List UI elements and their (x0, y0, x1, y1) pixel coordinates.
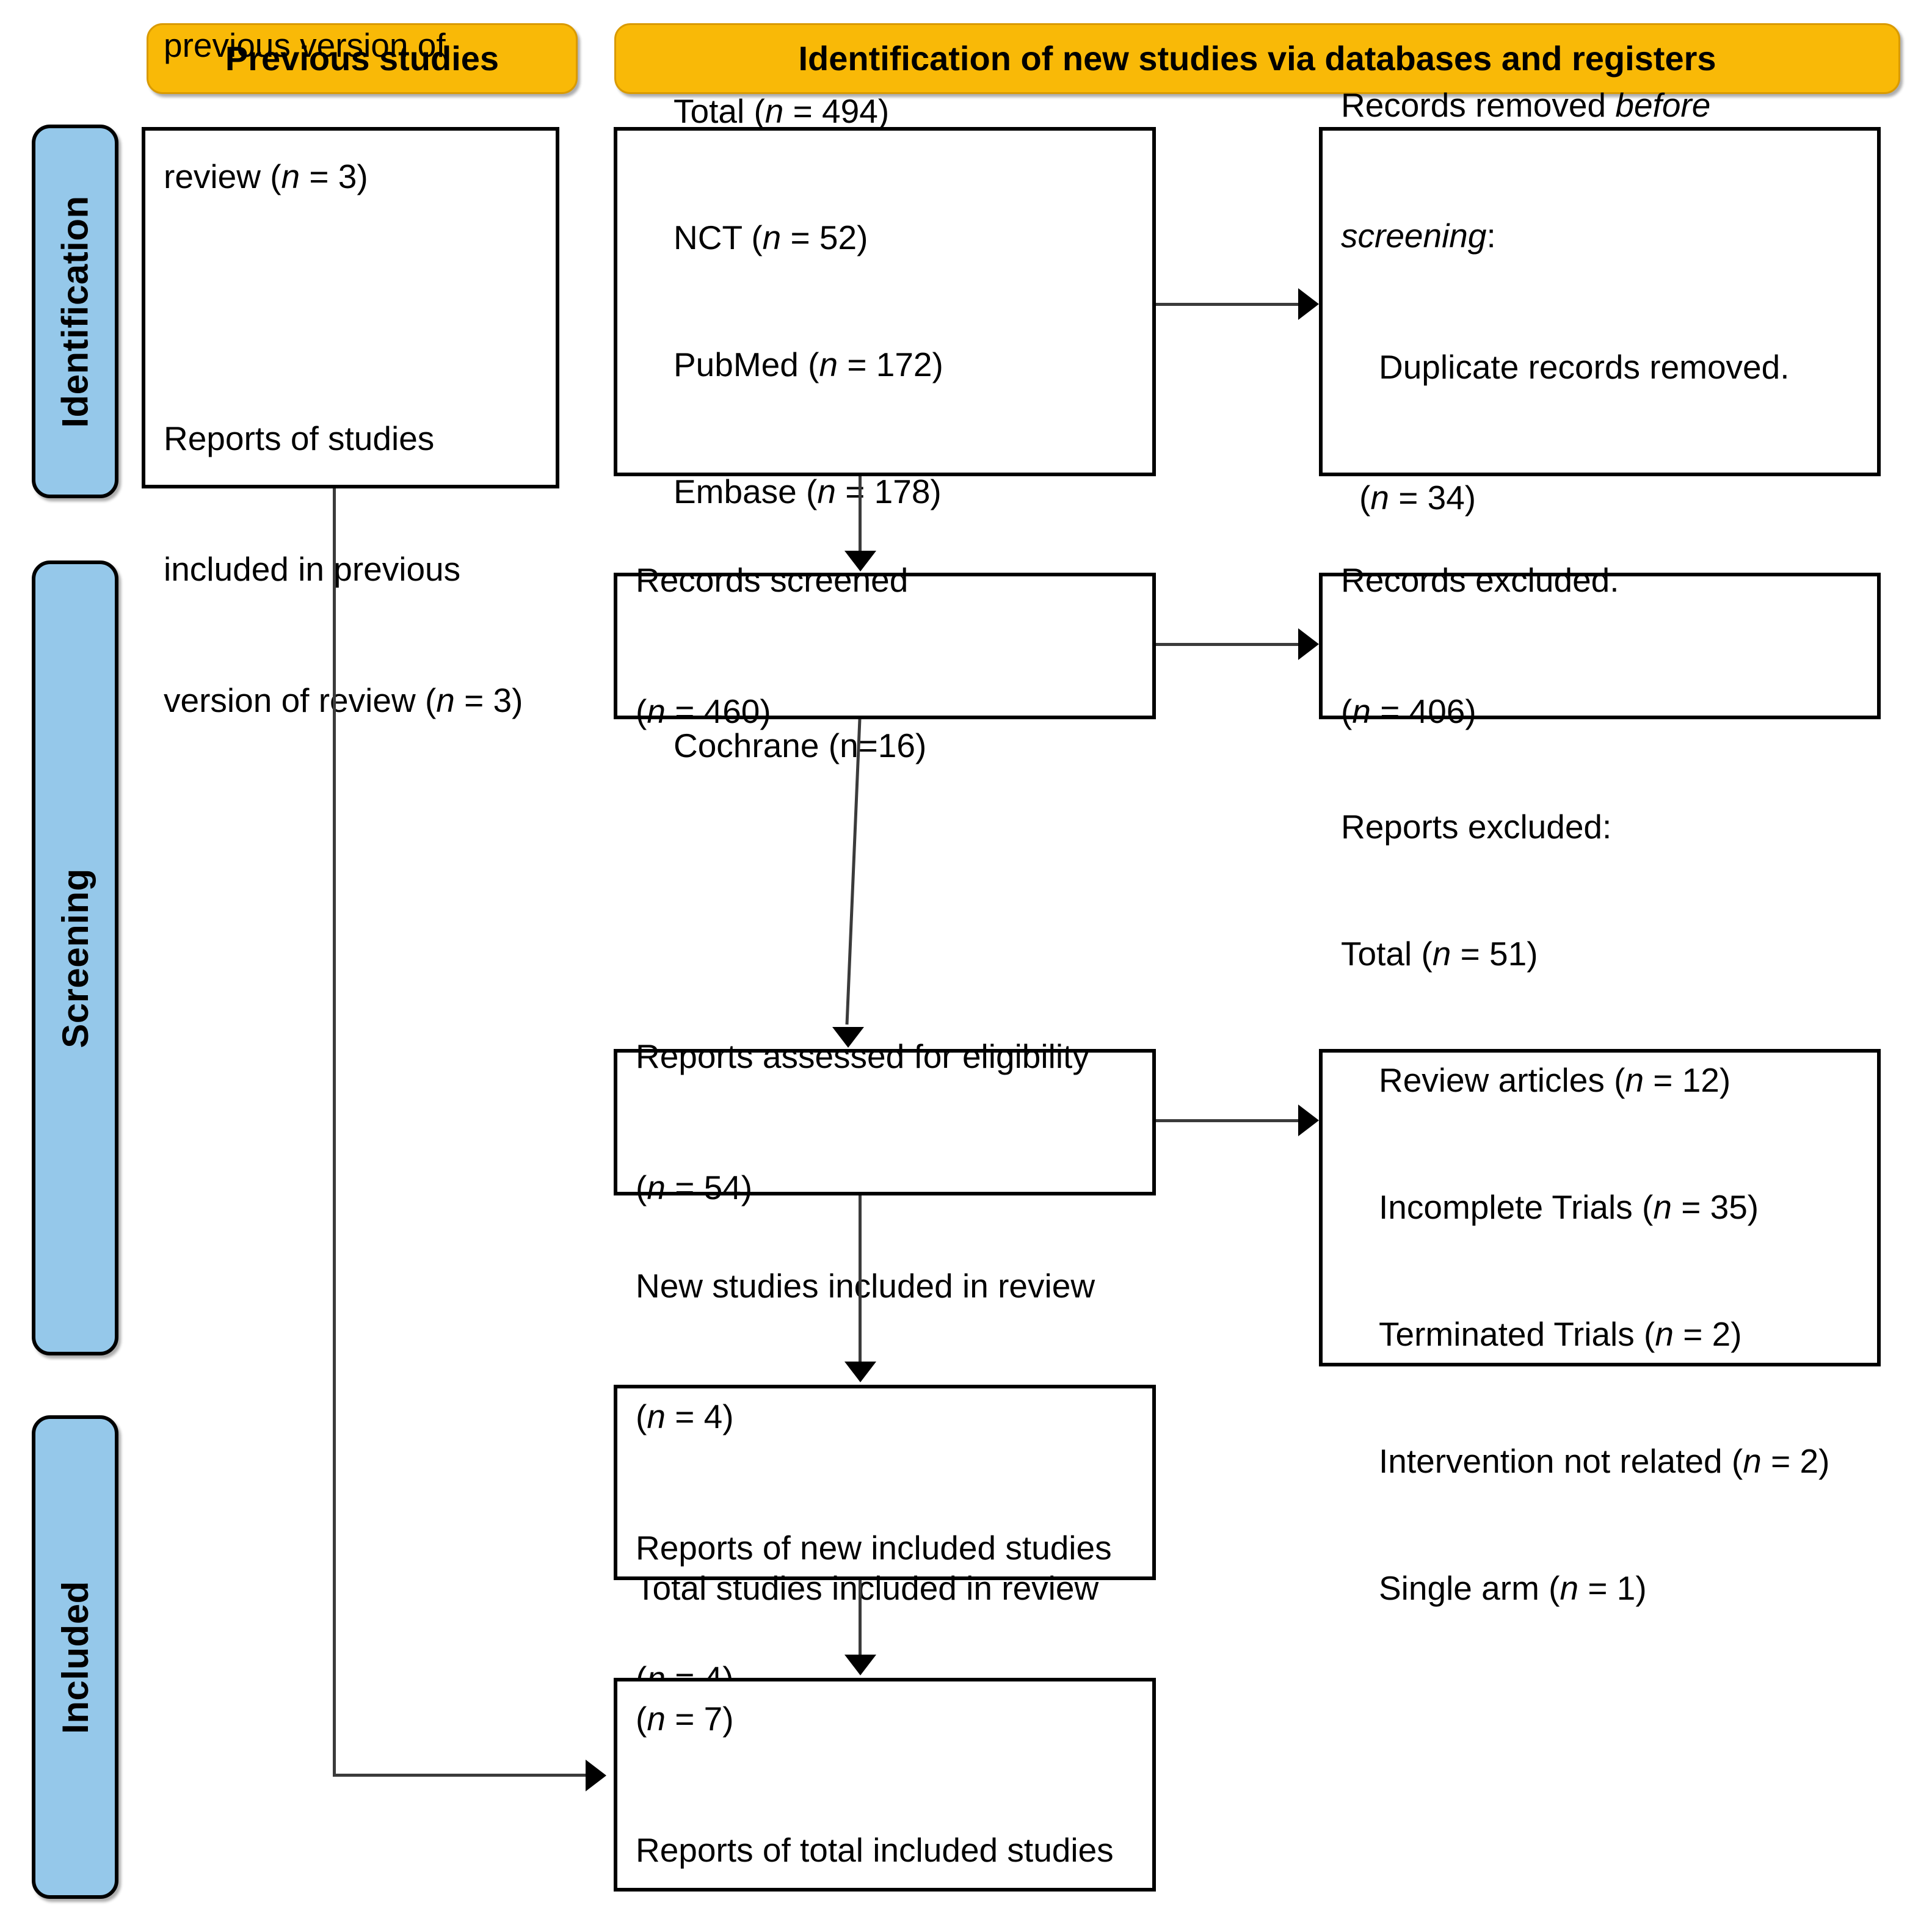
total-included-line1: Total studies included in review (636, 1569, 1099, 1607)
box-total-studies-included: Total studies included in review (n = 7)… (614, 1569, 1156, 1892)
previous-included-line3: review (n = 3) (164, 157, 368, 195)
records-screened-line2: (n = 460) (636, 692, 771, 730)
connector-previous-to-total-horizontal (333, 1774, 586, 1777)
records-removed-line3: Duplicate records removed. (1379, 347, 1790, 386)
arrowhead-identified-to-removed (1298, 288, 1319, 320)
box-previous-studies-included: Studies included in previous version of … (142, 26, 559, 719)
stage-band-identification-label: Identification (54, 195, 96, 428)
box-records-screened: Records screened (n = 460) (614, 561, 1156, 730)
connector-identified-to-screened (859, 476, 862, 551)
connector-previous-to-total-vertical (333, 488, 336, 1777)
records-excluded-line1: Records excluded. (1341, 561, 1619, 599)
reports-excluded-heading: Reports excluded: (1341, 807, 1612, 846)
connector-screened-to-assessed (845, 719, 862, 1025)
records-screened-line1: Records screened (636, 561, 909, 599)
previous-included-line6: included in previous (164, 550, 461, 589)
banner-previous-studies-label: Previous studies (225, 39, 499, 78)
previous-included-line2: previous version of (164, 26, 446, 65)
reports-excluded-item: Single arm (n = 1) (1379, 1569, 1647, 1608)
box-records-excluded: Records excluded. (n = 406) (1319, 561, 1881, 730)
stage-band-screening: Screening (32, 560, 118, 1355)
reports-excluded-item: Terminated Trials (n = 2) (1379, 1315, 1742, 1354)
records-identified-item: NCT (n = 52) (674, 219, 868, 257)
stage-band-included: Included (32, 1415, 118, 1899)
stage-band-screening-label: Screening (54, 868, 96, 1048)
new-included-line1: New studies included in review (636, 1266, 1095, 1305)
total-included-line2: (n = 7) (636, 1700, 734, 1738)
reports-excluded-item: Intervention not related (n = 2) (1379, 1442, 1830, 1481)
records-excluded-line2: (n = 406) (1341, 692, 1476, 730)
new-included-line3: Reports of new included studies (636, 1528, 1112, 1567)
records-removed-line4: (n = 34) (1359, 479, 1476, 517)
connector-assessed-to-reports-excluded (1156, 1119, 1298, 1122)
reports-excluded-total: Total (n = 51) (1341, 934, 1538, 973)
banner-previous-studies: Previous studies (147, 23, 578, 94)
arrowhead-assessed-to-reports-excluded (1298, 1105, 1319, 1136)
box-new-studies-included: New studies included in review (n = 4) R… (614, 1267, 1156, 1697)
reports-excluded-item: Incomplete Trials (n = 35) (1379, 1188, 1759, 1227)
box-reports-excluded: Reports excluded: Total (n = 51) Review … (1319, 808, 1881, 1607)
arrowhead-screened-to-assessed (832, 1027, 864, 1048)
records-identified-item: Cochrane (n=16) (674, 726, 927, 764)
arrowhead-previous-to-total-included (586, 1760, 606, 1791)
records-removed-line1: Records removed before (1341, 85, 1711, 124)
arrowhead-identified-to-screened (844, 551, 876, 571)
box-records-identified: Records identified from databases: Total… (614, 0, 1156, 764)
connector-assessed-to-new-included (859, 1195, 862, 1362)
reports-excluded-item: Review articles (n = 12) (1379, 1061, 1731, 1100)
box-records-removed-before-screening: Records removed before screening: Duplic… (1319, 86, 1881, 517)
previous-included-line5: Reports of studies (164, 419, 435, 457)
arrowhead-assessed-to-new-included (844, 1362, 876, 1382)
connector-identified-to-removed (1156, 303, 1298, 306)
box-reports-assessed-for-eligibility: Reports assessed for eligibility (n = 54… (614, 1037, 1156, 1206)
connector-new-to-total-included (859, 1580, 862, 1655)
new-included-line2: (n = 4) (636, 1398, 734, 1435)
banner-new-studies-label: Identification of new studies via databa… (798, 39, 1716, 78)
previous-included-spacer (164, 286, 537, 330)
arrowhead-new-to-total-included (844, 1655, 876, 1675)
banner-new-studies: Identification of new studies via databa… (614, 23, 1900, 94)
arrowhead-screened-to-excluded (1298, 628, 1319, 660)
records-identified-item: Embase (n = 178) (674, 473, 942, 511)
total-included-line3: Reports of total included studies (636, 1830, 1114, 1869)
records-identified-heading2: databases: (636, 0, 1134, 5)
reports-assessed-line2: (n = 54) (636, 1168, 753, 1206)
stage-band-included-label: Included (54, 1580, 96, 1734)
records-removed-line2: screening: (1341, 217, 1496, 255)
connector-screened-to-excluded (1156, 643, 1298, 646)
records-identified-item: Total (n = 494) (674, 92, 890, 130)
previous-included-line7: version of review (n = 3) (164, 681, 523, 719)
stage-band-identification: Identification (32, 125, 118, 498)
records-identified-item: PubMed (n = 172) (674, 346, 943, 384)
